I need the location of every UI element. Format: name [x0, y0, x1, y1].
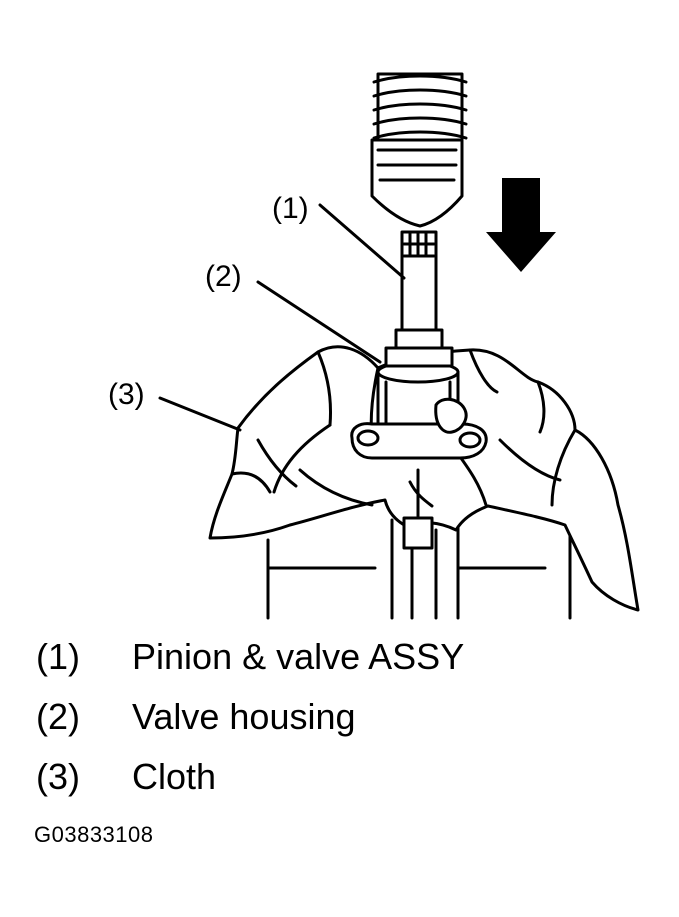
legend-label: Valve housing [132, 696, 356, 737]
figure-code: G03833108 [34, 822, 154, 847]
leader-lines [158, 203, 406, 432]
legend-label: Pinion & valve ASSY [132, 636, 465, 677]
legend-item: (2) Valve housing [36, 697, 356, 737]
cloth [208, 345, 640, 612]
callout-1: (1) [272, 192, 309, 225]
callout-2: (2) [205, 260, 242, 293]
press-down-arrow-icon [486, 178, 556, 272]
legend-number: (1) [36, 636, 80, 677]
legend-number: (3) [36, 756, 80, 797]
pinion-valve-assy [370, 72, 468, 368]
legend-number: (2) [36, 696, 80, 737]
legend-item: (1) Pinion & valve ASSY [36, 637, 464, 677]
legend-item: (3) Cloth [36, 757, 216, 797]
legend-label: Cloth [132, 756, 217, 797]
callout-3: (3) [108, 378, 145, 411]
